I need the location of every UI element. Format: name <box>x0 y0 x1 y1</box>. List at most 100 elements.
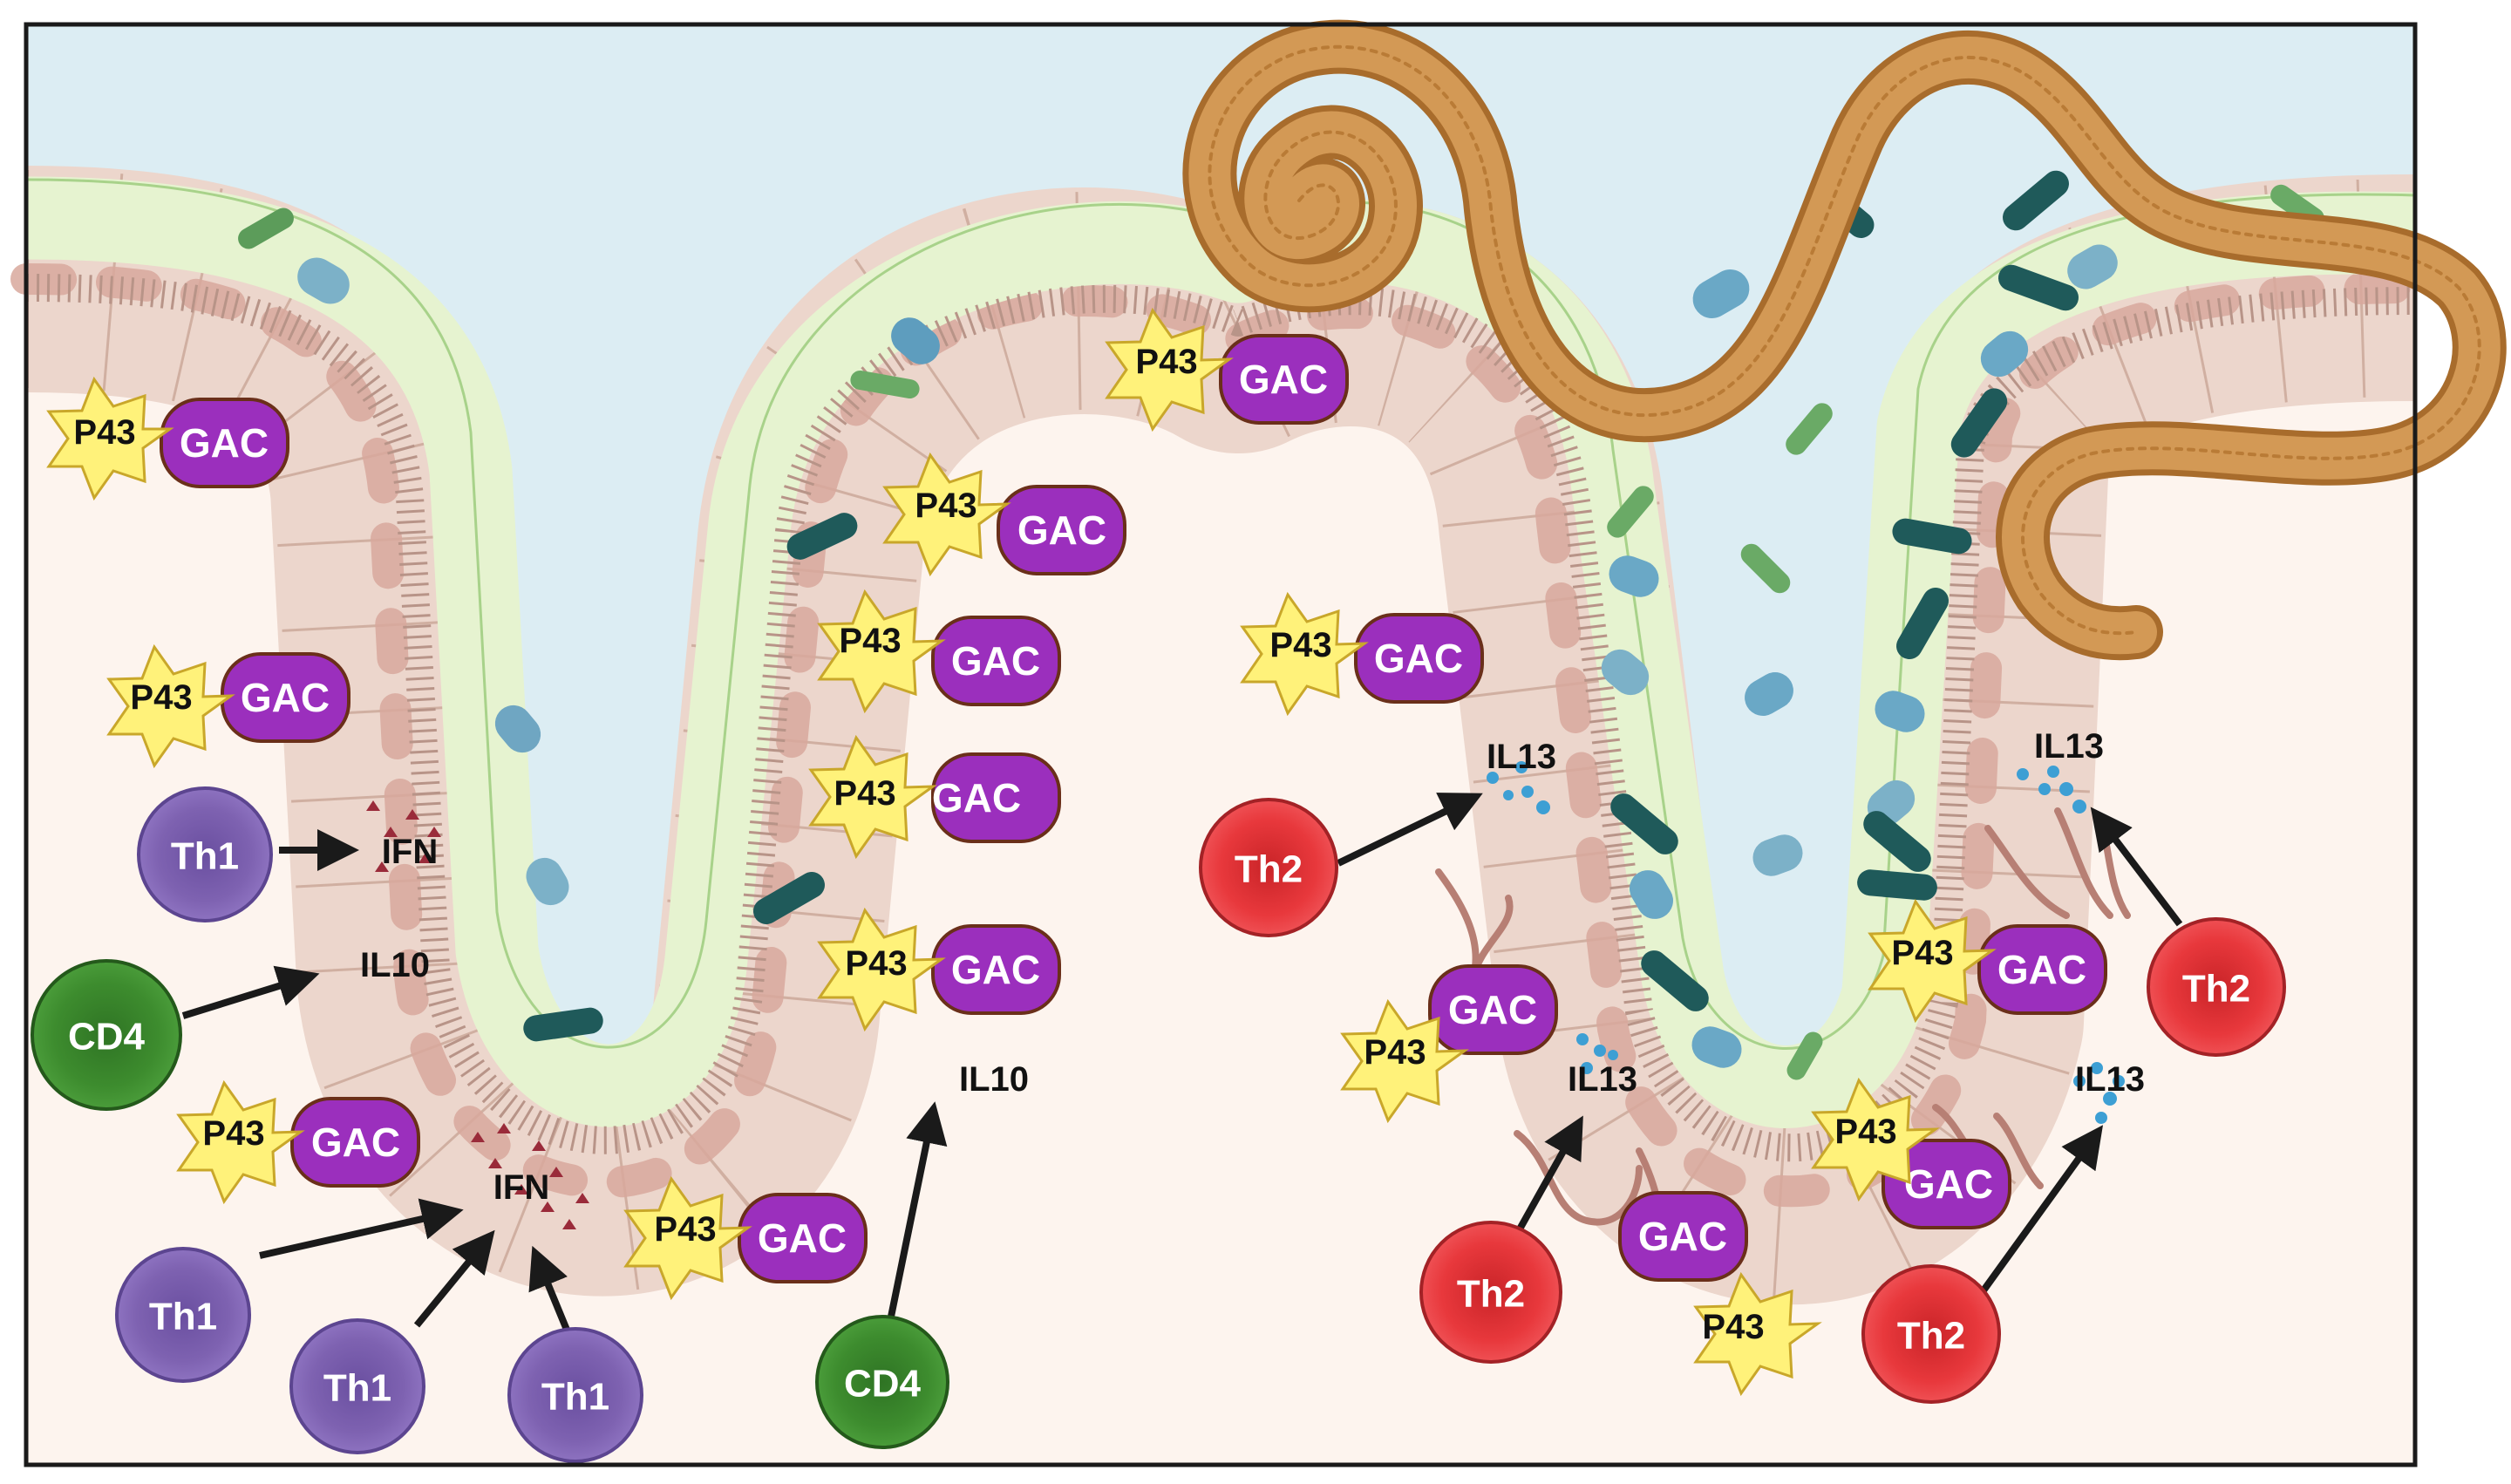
il13-label: IL13 <box>1487 738 1556 776</box>
gac-label: GAC <box>1239 357 1328 402</box>
bacteria-icon <box>1752 834 1803 876</box>
bacteria-icon <box>1892 518 1972 555</box>
th2-label: Th2 <box>1235 848 1303 891</box>
bacteria-icon <box>1997 264 2079 311</box>
gac-badge <box>738 1193 868 1283</box>
bacteria-icon <box>1950 388 2008 458</box>
p43-gac-complex: GAC P43 <box>623 1175 868 1301</box>
bacteria-icon <box>1896 588 1949 659</box>
bacteria-icon <box>526 857 569 906</box>
p43-label: P43 <box>1269 626 1331 664</box>
cytokine-particles <box>366 761 2125 1229</box>
p43-label: P43 <box>73 413 135 452</box>
bacteria-icon <box>1875 691 1925 732</box>
p43-label: P43 <box>834 774 895 813</box>
larva-icon <box>1514 1130 1643 1226</box>
star-burst-icon <box>1105 307 1234 432</box>
gac-badge <box>997 485 1126 575</box>
larva-icon <box>2054 807 2113 919</box>
p43-gac-complexes: GAC P43 GAC P43 GAC P43 GAC P43 GAC P43 <box>46 307 2107 1397</box>
il13-particles <box>1487 761 2125 1124</box>
il13-label: IL13 <box>1568 1060 1637 1099</box>
gac-label: GAC <box>180 420 269 466</box>
th2-cell: Th2 <box>2147 917 2286 1057</box>
th1-label: Th1 <box>541 1376 609 1419</box>
bacteria-icon <box>850 370 920 399</box>
immune-cells: Th1 CD4 Th1 Th1 Th1 CD4 Th2 Th2 <box>31 786 2286 1463</box>
immune-cell-icon <box>815 1315 949 1449</box>
gac-label: GAC <box>1017 507 1106 553</box>
star-burst-icon <box>817 589 946 714</box>
th1-cell: Th1 <box>115 1247 251 1383</box>
p43-gac-complex: GAC P43 <box>882 452 1126 577</box>
signal-arrows <box>181 793 2183 1331</box>
immune-cell-icon <box>115 1247 251 1383</box>
star-burst-icon <box>176 1079 305 1205</box>
bacteria-icon <box>1857 869 1937 901</box>
star-burst-icon <box>106 643 235 769</box>
bacteria-icon <box>753 872 825 924</box>
gac-badge <box>931 924 1061 1015</box>
star-burst-icon <box>1811 1077 1940 1202</box>
gac-label: GAC <box>1448 987 1537 1032</box>
p43-gac-complex: GAC P43 <box>1340 964 1558 1124</box>
star-burst-icon <box>1693 1271 1822 1397</box>
bacteria-icon <box>2003 170 2069 231</box>
gac-label: GAC <box>1904 1161 1993 1207</box>
th2-label: Th2 <box>2182 968 2250 1011</box>
gac-label: GAC <box>758 1215 847 1261</box>
gac-label: GAC <box>1374 636 1463 681</box>
th1-label: Th1 <box>323 1367 391 1410</box>
bacteria-icon <box>297 257 350 304</box>
bacteria-icon <box>238 208 294 249</box>
p43-label: P43 <box>130 678 192 717</box>
bacteria-icon <box>523 1007 603 1042</box>
cytokine-labels: IFN IL10 IFN IL10 IL13 IL13 IL13 IL13 <box>360 727 2145 1207</box>
th2-label: Th2 <box>1457 1273 1525 1316</box>
arrow-th1-to-ifn-lower <box>413 1229 495 1328</box>
bacteria-icon <box>1630 870 1673 919</box>
arrow-th2-to-il13 <box>1514 1115 1583 1236</box>
bacteria-icon <box>1863 811 1931 872</box>
bacteria-icon <box>1607 486 1654 538</box>
p43-label: P43 <box>1135 343 1197 381</box>
p43-label: P43 <box>202 1114 264 1153</box>
p43-gac-complex: GAC P43 <box>1105 307 1349 432</box>
th1-cell: Th1 <box>289 1318 425 1454</box>
gac-label: GAC <box>951 947 1040 992</box>
arrow-th2-to-il13 <box>1337 793 1483 867</box>
ifn-label-lower: IFN <box>493 1168 549 1207</box>
cd4-label: CD4 <box>68 1016 146 1059</box>
p43-gac-complex: GAC P43 <box>106 643 350 769</box>
bacteria-icon <box>1786 403 1833 455</box>
p43-label: P43 <box>1834 1113 1896 1151</box>
gac-badge <box>1219 334 1349 425</box>
immune-cell-icon <box>1861 1264 2001 1404</box>
gac-badge <box>1882 1139 2011 1229</box>
immune-cell-icon <box>507 1327 643 1463</box>
bacteria-icon <box>891 317 940 364</box>
p43-gac-complex: GAC P43 <box>1618 1191 1822 1397</box>
p43-label: P43 <box>839 622 901 660</box>
gac-label: GAC <box>241 675 330 720</box>
bacteria-icon <box>1691 1026 1742 1068</box>
p43-gac-complex: GAC P43 <box>817 907 1061 1032</box>
p43-label: P43 <box>845 944 907 983</box>
bacteria-icon <box>2067 244 2118 289</box>
larva-icon <box>1984 825 2070 919</box>
gac-label: GAC <box>932 775 1021 820</box>
arrow-cd4-to-il10 <box>181 965 320 1019</box>
p43-gac-complex: GAC P43 <box>817 589 1061 714</box>
p43-gac-complex: GAC P43 <box>1240 591 1484 717</box>
p43-label: P43 <box>915 487 976 525</box>
star-burst-icon <box>1340 998 1469 1124</box>
gac-badge <box>931 752 1061 843</box>
bacteria-icon <box>786 513 858 560</box>
bacteria-icon <box>1610 793 1678 854</box>
th1-label: Th1 <box>149 1296 217 1338</box>
immune-cell-icon <box>31 959 182 1111</box>
gac-badge <box>160 398 289 488</box>
gac-label: GAC <box>1997 947 2086 992</box>
star-burst-icon <box>817 907 946 1032</box>
